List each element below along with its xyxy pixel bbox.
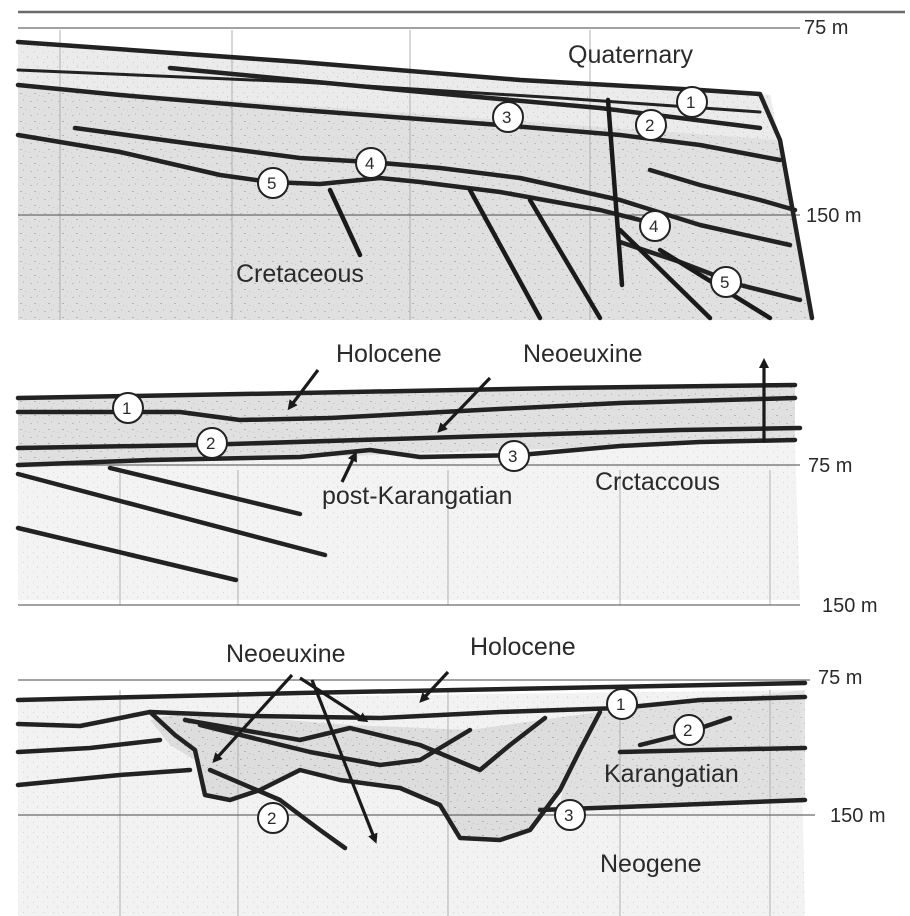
label-quaternary: Quaternary bbox=[568, 41, 694, 69]
marker-c-1: 1 bbox=[607, 689, 637, 719]
depth-150m-a: 150 m bbox=[806, 205, 862, 227]
svg-text:2: 2 bbox=[683, 721, 692, 740]
svg-text:1: 1 bbox=[686, 93, 695, 112]
marker-b-1: 1 bbox=[113, 393, 143, 423]
label-holocene-c: Holocene bbox=[470, 633, 576, 661]
label-karangatian: Karangatian bbox=[604, 760, 739, 788]
svg-text:3: 3 bbox=[564, 806, 573, 825]
svg-text:1: 1 bbox=[616, 695, 625, 714]
depth-75m-c: 75 m bbox=[818, 667, 862, 689]
svg-text:1: 1 bbox=[122, 399, 131, 418]
svg-text:4: 4 bbox=[649, 217, 658, 236]
svg-text:5: 5 bbox=[720, 273, 729, 292]
svg-text:2: 2 bbox=[267, 809, 276, 828]
depth-150m-c: 150 m bbox=[830, 805, 886, 827]
label-neoeuxine-b: Neoeuxine bbox=[523, 340, 643, 368]
marker-a-1: 1 bbox=[677, 87, 707, 117]
svg-text:3: 3 bbox=[502, 108, 511, 127]
depth-150m-b: 150 m bbox=[822, 595, 878, 617]
marker-a-2: 2 bbox=[636, 110, 666, 140]
marker-a-4b: 4 bbox=[640, 211, 670, 241]
marker-c-2b: 2 bbox=[258, 803, 288, 833]
svg-text:2: 2 bbox=[206, 434, 215, 453]
label-cretaceous-a: Cretaceous bbox=[236, 260, 364, 288]
panel-a: Quaternary Cretaceous 75 m 150 m 1 2 3 4… bbox=[18, 12, 905, 320]
marker-c-3: 3 bbox=[555, 800, 585, 830]
label-post-karangatian: post-Karangatian bbox=[322, 482, 512, 510]
marker-a-3: 3 bbox=[493, 102, 523, 132]
label-neoeuxine-c: Neoeuxine bbox=[226, 640, 346, 668]
svg-text:5: 5 bbox=[267, 174, 276, 193]
marker-b-3: 3 bbox=[499, 441, 529, 471]
label-holocene-b: Holocene bbox=[336, 340, 442, 368]
svg-text:2: 2 bbox=[645, 116, 654, 135]
svg-text:3: 3 bbox=[508, 447, 517, 466]
depth-75m-b: 75 m bbox=[808, 455, 852, 477]
label-neogene: Neogene bbox=[600, 850, 701, 878]
label-cretaceous-b: Crctaccous bbox=[595, 468, 720, 496]
panel-c: Neoeuxine Holocene Karangatian Neogene 7… bbox=[18, 633, 886, 916]
panel-b: Holocene Neoeuxine post-Karangatian Crct… bbox=[18, 340, 878, 617]
marker-b-2: 2 bbox=[197, 428, 227, 458]
marker-a-5: 5 bbox=[258, 168, 288, 198]
marker-a-5b: 5 bbox=[711, 267, 741, 297]
depth-75m-a: 75 m bbox=[804, 17, 848, 39]
marker-a-4: 4 bbox=[356, 148, 386, 178]
marker-c-2: 2 bbox=[674, 715, 704, 745]
svg-text:4: 4 bbox=[365, 154, 374, 173]
